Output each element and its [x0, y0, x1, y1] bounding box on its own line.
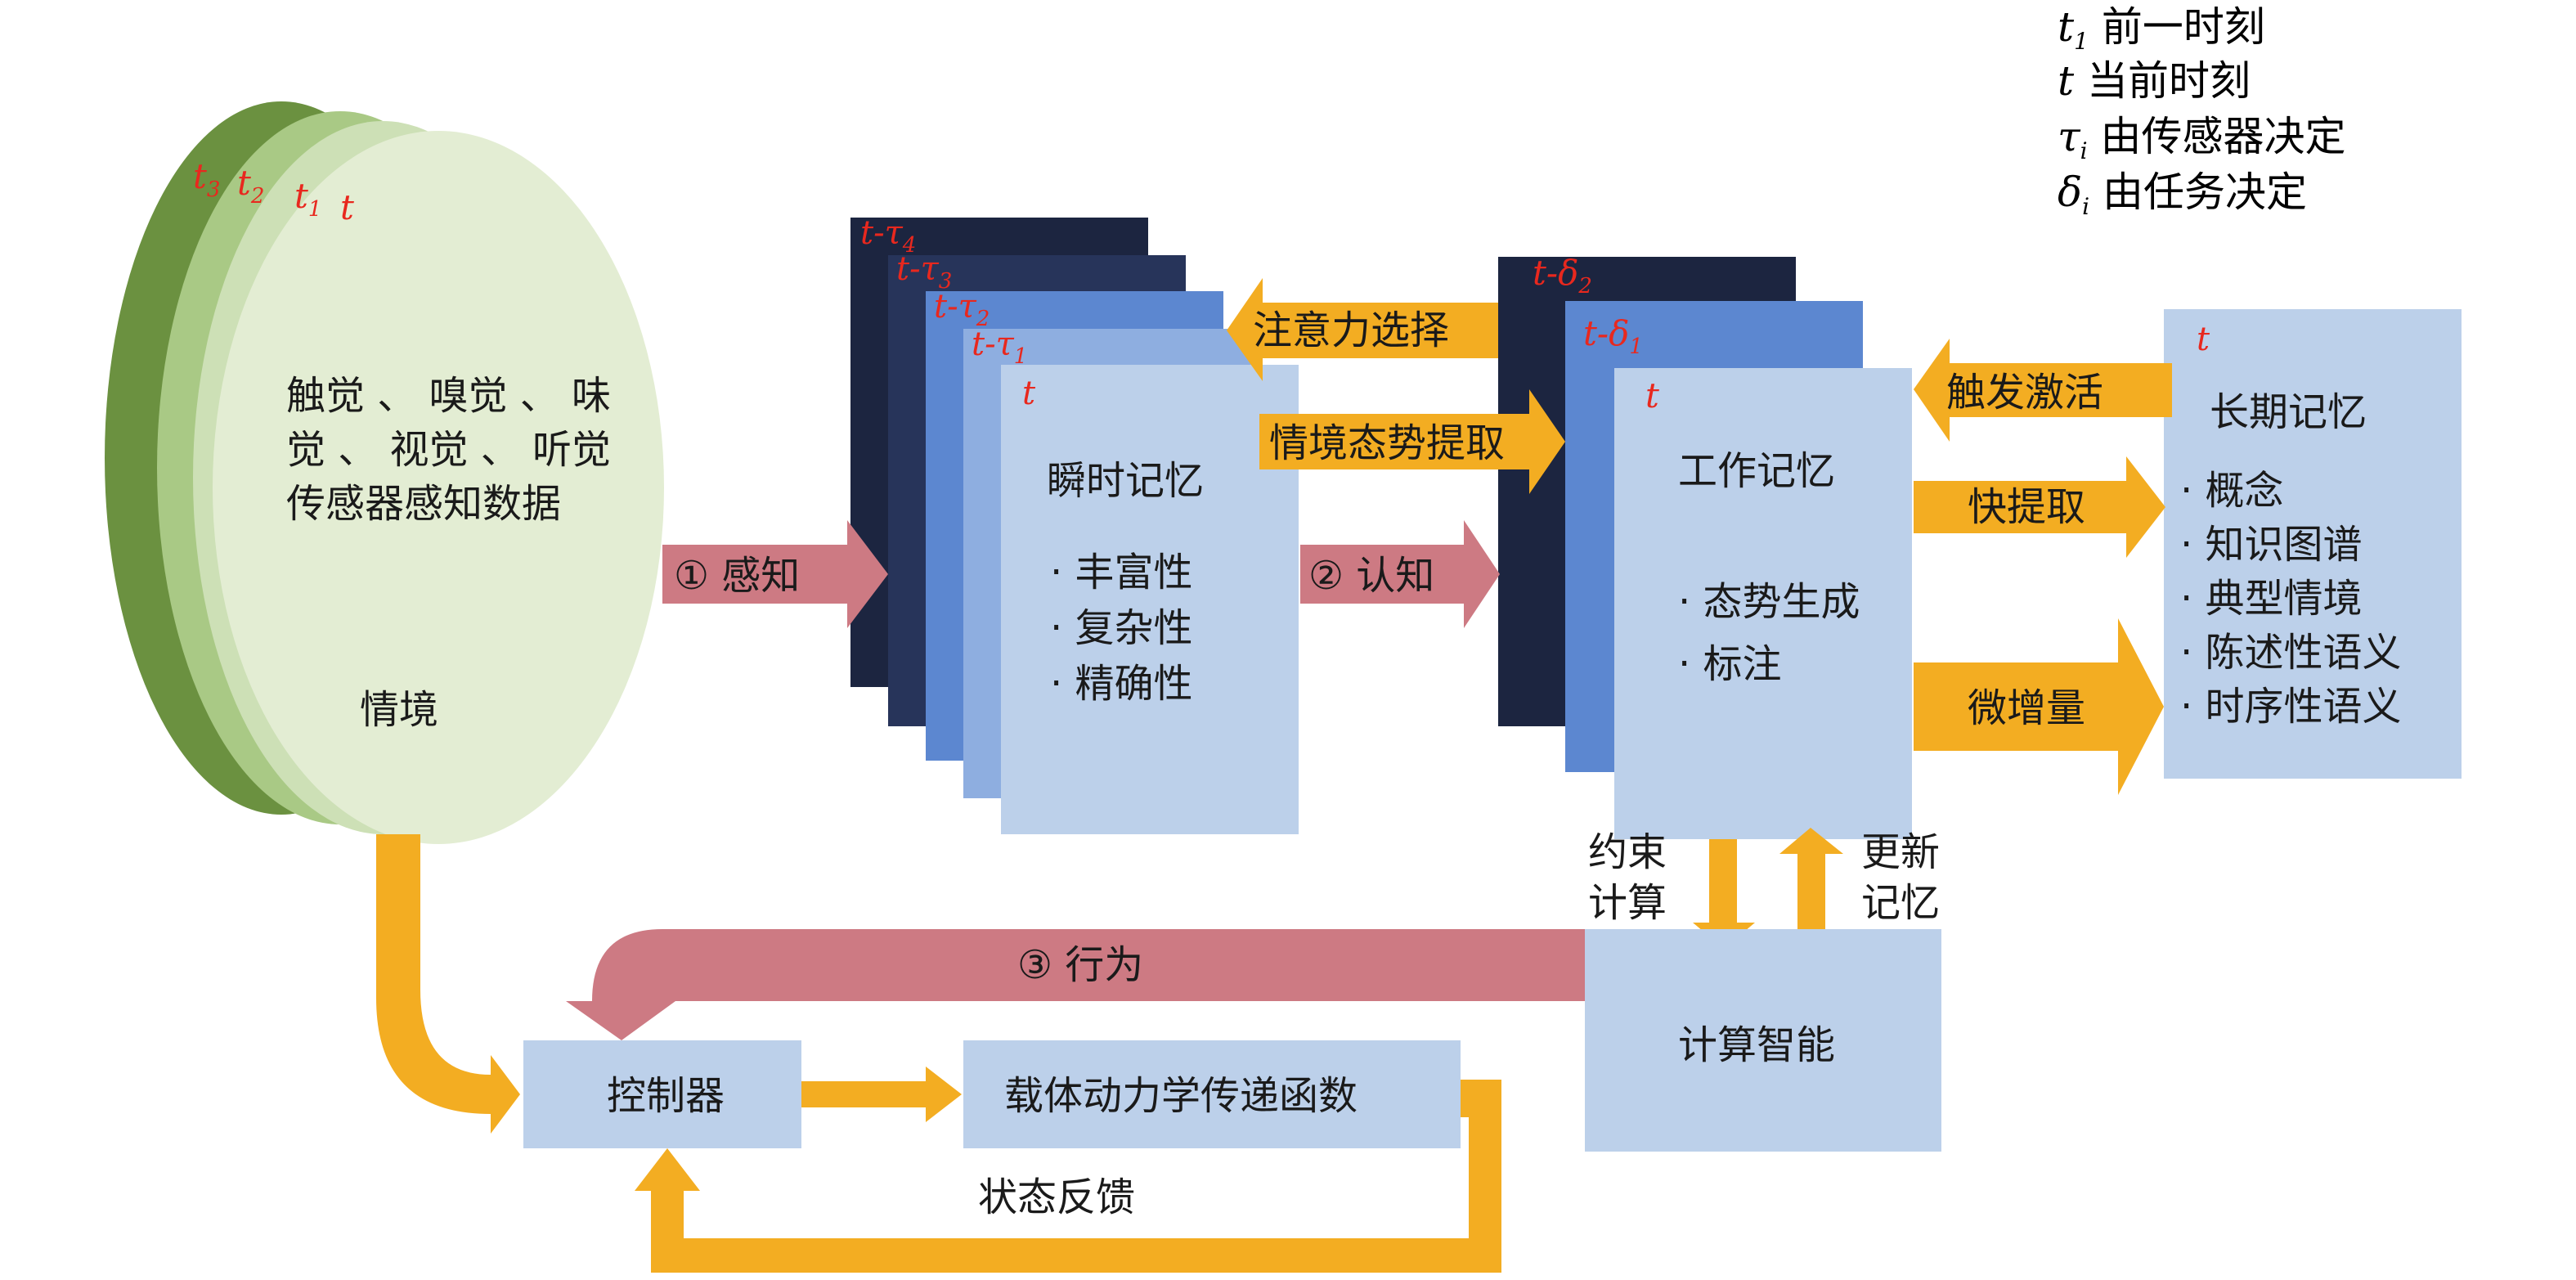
sensory-label-tau1: t-τ1: [972, 326, 1027, 369]
working-memory-content: 工作记忆 · 态势生成 · 标注: [1678, 448, 1860, 687]
attention-label: 注意力选择: [1253, 308, 1449, 353]
legend: t1 前一时刻 t 当前时刻 τi 由传感器决定 δi 由任务决定: [2058, 3, 2346, 220]
constraint-calc-label-2: 计算: [1588, 880, 1667, 926]
sensory-memory-title: 瞬时记忆: [1047, 458, 1204, 504]
ltm-item-typical-situation: · 典型情境: [2180, 576, 2363, 622]
fast-extract-label: 快提取: [1968, 484, 2085, 530]
sensory-label-t: t: [1022, 375, 1036, 412]
situation-text: 触觉 、 嗅觉 、 味 觉 、 视觉 、 听觉 传感器感知数据 情境: [286, 373, 611, 733]
legend-item-delta: δi 由任务决定: [2058, 168, 2307, 220]
layer-label-t1: t1: [294, 176, 321, 222]
perception-arrow: [662, 520, 888, 628]
sensory-frame-t: [1001, 365, 1299, 834]
layer-label-t2: t2: [237, 163, 264, 209]
working-item-situation: · 态势生成: [1678, 579, 1860, 625]
long-term-memory-box: [2164, 309, 2462, 779]
perception-label: ① 感知: [674, 553, 800, 599]
constraint-calc-arrow: [1693, 839, 1755, 949]
sensor-data-line-3: 传感器感知数据: [286, 481, 561, 527]
behavior-arrow: [566, 929, 1585, 1040]
layer-label-t3: t3: [193, 156, 220, 202]
ltm-item-concept: · 概念: [2180, 468, 2284, 514]
working-label-delta2: t-δ2: [1533, 253, 1592, 299]
micro-increment-label: 微增量: [1968, 685, 2085, 731]
attention-arrow: [1227, 278, 1498, 381]
cognition-arrow: [1300, 520, 1500, 628]
sensory-label-tau2: t-τ2: [934, 288, 990, 331]
cognition-label: ② 认知: [1308, 553, 1434, 599]
sensory-memory-content: 瞬时记忆 · 丰富性 · 复杂性 · 精确性: [1047, 458, 1204, 707]
controller-label: 控制器: [607, 1073, 725, 1119]
update-memory-arrow: [1779, 828, 1843, 949]
sensory-item-precision: · 精确性: [1050, 661, 1193, 707]
sensory-item-richness: · 丰富性: [1050, 550, 1193, 595]
state-feedback-arrow: [635, 1080, 1501, 1273]
sensory-item-complexity: · 复杂性: [1050, 605, 1193, 651]
sensor-data-line-1: 触觉 、 嗅觉 、 味: [286, 373, 611, 419]
behavior-label: ③ 行为: [1017, 942, 1143, 988]
working-memory-title: 工作记忆: [1678, 448, 1835, 494]
legend-item-t1: t1 前一时刻: [2058, 3, 2265, 55]
sensory-label-tau3: t-τ3: [896, 250, 952, 294]
update-memory-label-2: 记忆: [1861, 880, 1940, 926]
working-stack-labels: t-δ2 t-δ1 t: [1533, 253, 1659, 415]
sensor-data-line-2: 觉 、 视觉 、 听觉: [286, 427, 611, 473]
working-label-delta1: t-δ1: [1583, 313, 1643, 359]
situation-label: 情境: [360, 687, 438, 733]
situation-extract-label: 情境态势提取: [1269, 420, 1505, 466]
ltm-item-temporal-semantics: · 时序性语义: [2180, 684, 2402, 730]
controller-box: [523, 1040, 801, 1148]
situation-time-labels: t3 t2 t1 t: [193, 156, 354, 227]
sensory-label-tau4: t-τ4: [860, 214, 916, 258]
controller-to-transfer-arrow: [801, 1067, 962, 1122]
constraint-calc-label-1: 约束: [1588, 829, 1667, 875]
long-term-memory-title: 长期记忆: [2210, 389, 2367, 435]
working-frame-t: [1614, 368, 1912, 839]
situation-extract-arrow: [1259, 389, 1565, 494]
situation-to-controller-arrow: [376, 834, 520, 1134]
long-term-time-label: t: [2197, 321, 2210, 358]
sensory-memory-stack: [850, 218, 1299, 834]
situation-layers: [105, 101, 664, 844]
legend-item-t: t 当前时刻: [2058, 57, 2251, 105]
transfer-function-label: 载体动力学传递函数: [1004, 1073, 1358, 1119]
ltm-item-knowledge-graph: · 知识图谱: [2180, 522, 2363, 568]
computing-intelligence-label: 计算智能: [1678, 1022, 1835, 1068]
vertical-arrow-labels: 约束 计算 更新 记忆: [1588, 829, 1940, 926]
update-memory-label-1: 更新: [1861, 829, 1940, 875]
sensory-stack-labels: t-τ4 t-τ3 t-τ2 t-τ1 t: [860, 214, 1036, 412]
micro-increment-arrow: [1914, 618, 2164, 795]
working-item-annotation: · 标注: [1678, 641, 1782, 687]
trigger-label: 触发激活: [1946, 370, 2103, 415]
computing-intelligence-box: [1585, 929, 1941, 1152]
transfer-function-box: [963, 1040, 1461, 1148]
working-memory-stack: [1498, 257, 1912, 839]
fast-extract-arrow: [1914, 456, 2165, 558]
long-term-memory-content: t 长期记忆 · 概念 · 知识图谱 · 典型情境 · 陈述性语义 · 时序性语…: [2180, 321, 2402, 730]
legend-item-tau: τi 由传感器决定: [2058, 113, 2346, 164]
trigger-arrow: [1914, 339, 2172, 442]
situation-layer-t: [213, 131, 664, 844]
layer-label-t: t: [340, 187, 354, 227]
working-label-t: t: [1645, 375, 1659, 415]
state-feedback-label: 状态反馈: [978, 1174, 1135, 1220]
ltm-item-declarative-semantics: · 陈述性语义: [2180, 630, 2402, 676]
